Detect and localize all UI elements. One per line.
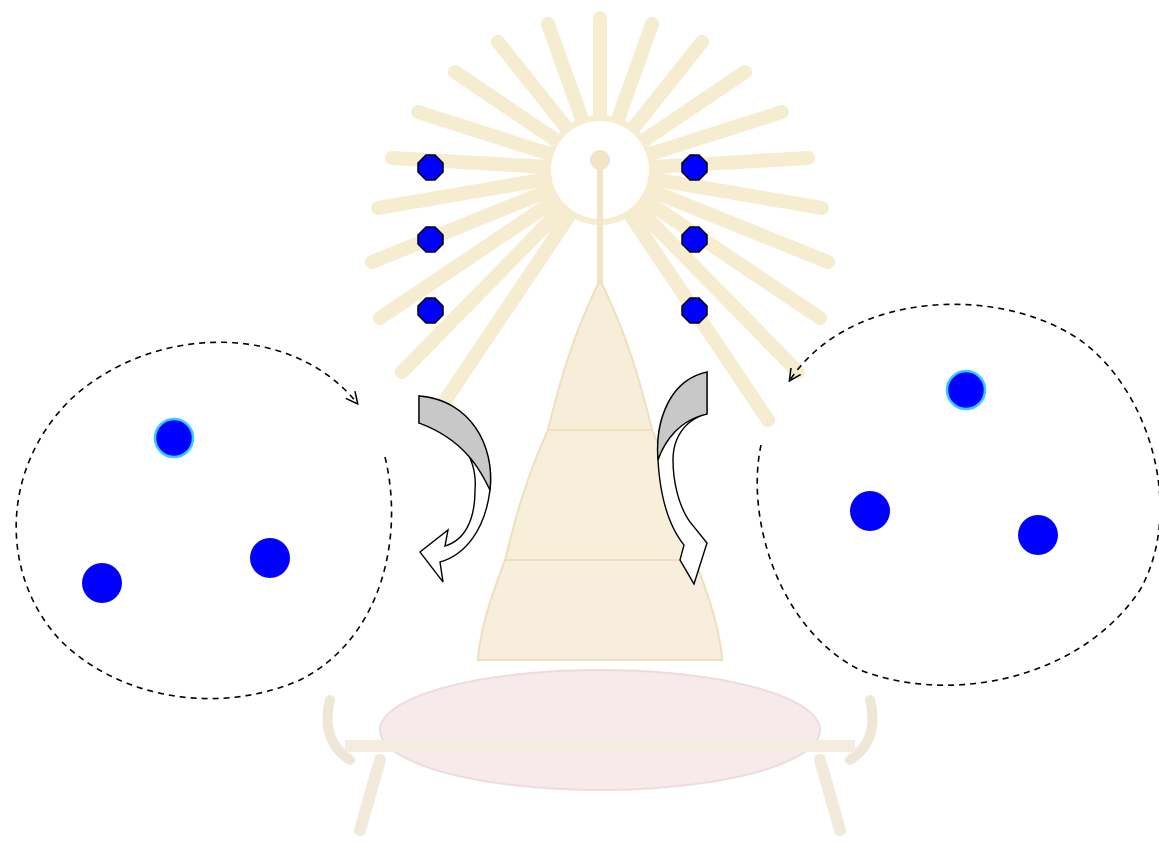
left-transfer-arrow-icon xyxy=(418,395,492,583)
left-ellipsis-column xyxy=(417,154,444,324)
ellipsis-node xyxy=(417,297,444,324)
ellipsis-node xyxy=(417,226,444,253)
cluster-node xyxy=(82,563,122,603)
highlighted-node xyxy=(153,417,195,459)
emblem-crown-base xyxy=(476,559,724,661)
emblem-jewel xyxy=(590,150,610,170)
cluster-node xyxy=(250,538,290,578)
highlighted-node xyxy=(945,369,987,411)
emblem-bar xyxy=(345,740,855,752)
emblem-crown-top xyxy=(546,277,654,431)
emblem-pedestal xyxy=(379,669,821,791)
ellipsis-node xyxy=(681,226,708,253)
right-ellipsis-column xyxy=(681,154,708,324)
emblem-scrolls xyxy=(322,695,878,765)
ellipsis-node xyxy=(681,154,708,181)
cluster-node xyxy=(850,491,890,531)
right-cluster xyxy=(756,303,1159,686)
cluster-node xyxy=(1018,515,1058,555)
left-cycle-arrow xyxy=(15,341,393,700)
ellipsis-node xyxy=(681,297,708,324)
ellipsis-node xyxy=(417,154,444,181)
right-transfer-arrow-icon xyxy=(656,371,708,586)
emblem-legs xyxy=(354,754,846,836)
left-cluster xyxy=(15,341,393,700)
right-cycle-arrow xyxy=(756,303,1159,686)
university-emblem-icon xyxy=(322,11,878,836)
